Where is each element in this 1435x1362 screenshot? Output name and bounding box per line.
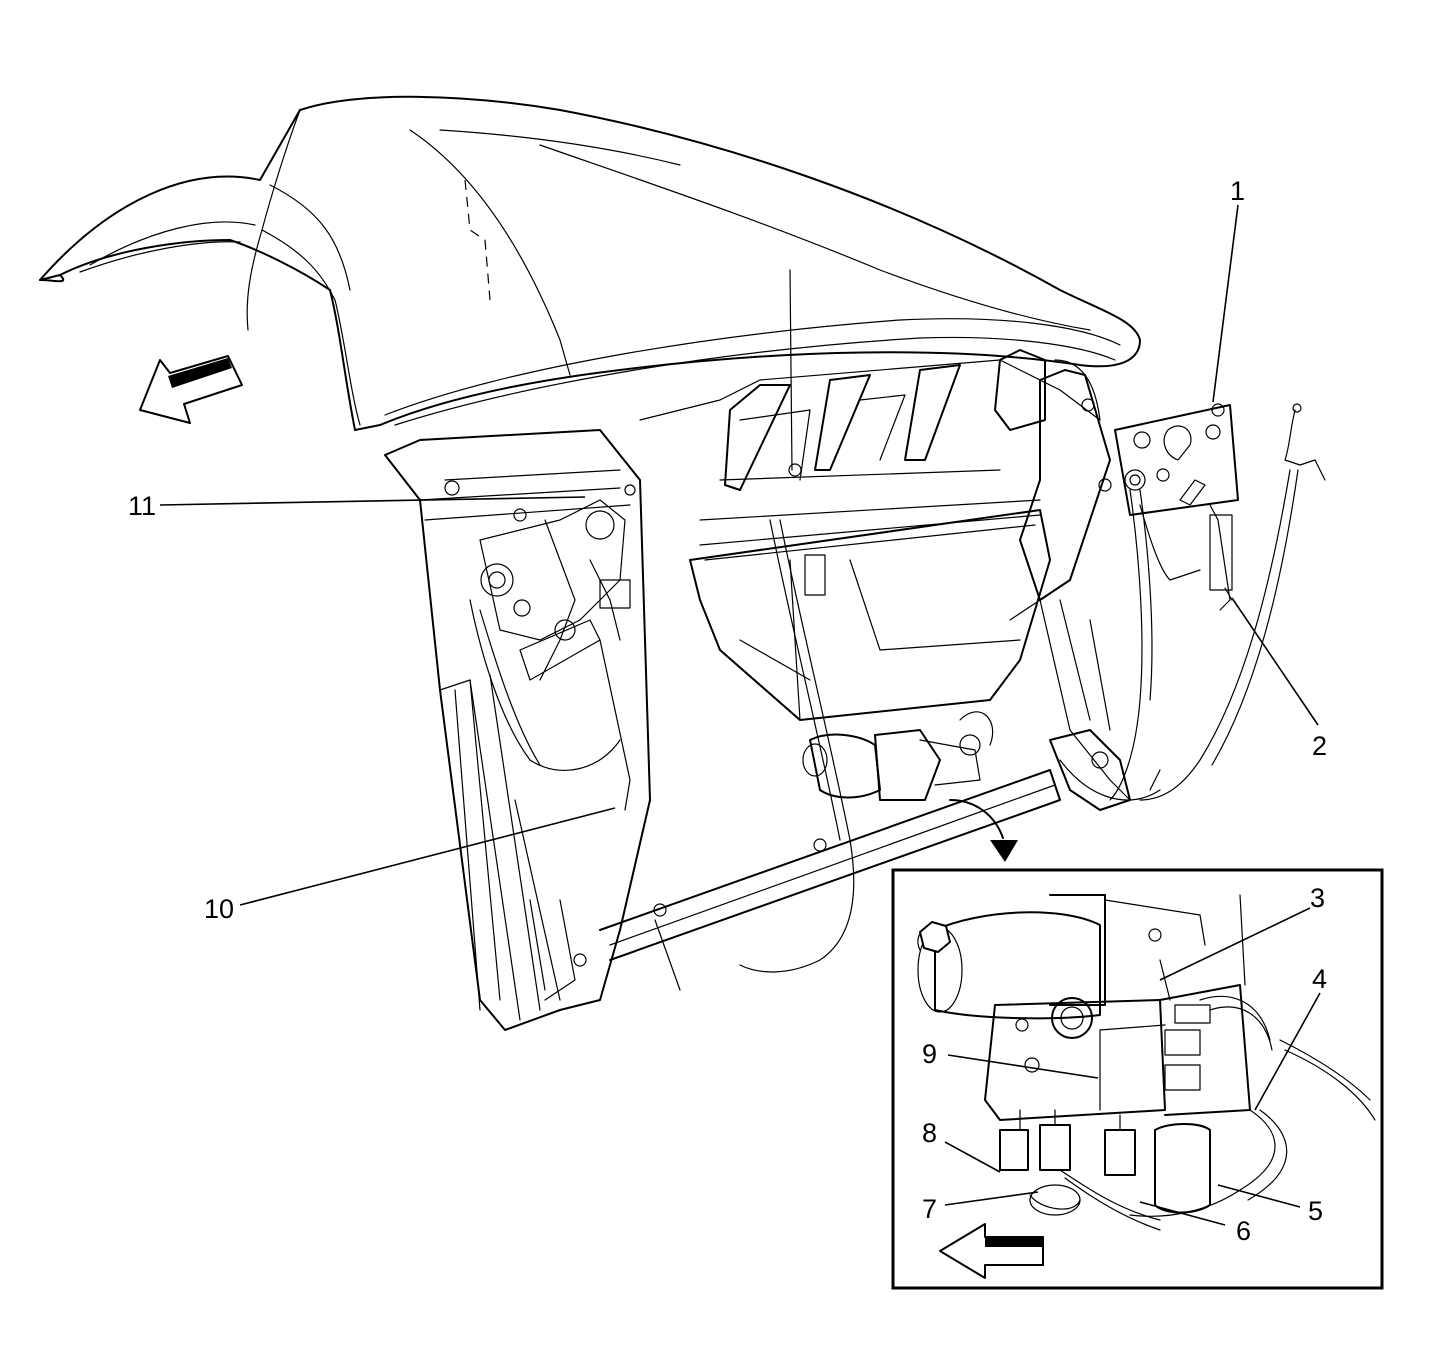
callout-4: 4 (1312, 964, 1327, 994)
leader-lines (159, 204, 1321, 1226)
left-hinge-frame (384, 429, 651, 1031)
callout-8: 8 (922, 1118, 937, 1148)
callout-11: 11 (128, 491, 156, 521)
callout-labels: 1 2 3 4 5 6 7 8 9 10 11 (128, 176, 1327, 1246)
release-cable (1139, 403, 1326, 801)
callout-7: 7 (922, 1194, 937, 1224)
callout-5: 5 (1308, 1196, 1323, 1226)
callout-6: 6 (1236, 1216, 1251, 1246)
callout-2: 2 (1312, 731, 1327, 761)
callout-10: 10 (204, 894, 234, 924)
detail-inset (891, 868, 1384, 1290)
forward-arrow-icon (139, 355, 243, 424)
convertible-roof (39, 95, 1141, 431)
callout-1: 1 (1230, 176, 1245, 206)
center-frame (599, 269, 1101, 991)
right-hinge-frame (994, 349, 1161, 811)
curved-arrow-icon (949, 799, 1018, 862)
forward-arrow-icon (939, 1223, 1044, 1279)
callout-3: 3 (1310, 883, 1325, 913)
actuator-bracket (1114, 403, 1239, 611)
callout-9: 9 (922, 1039, 937, 1069)
